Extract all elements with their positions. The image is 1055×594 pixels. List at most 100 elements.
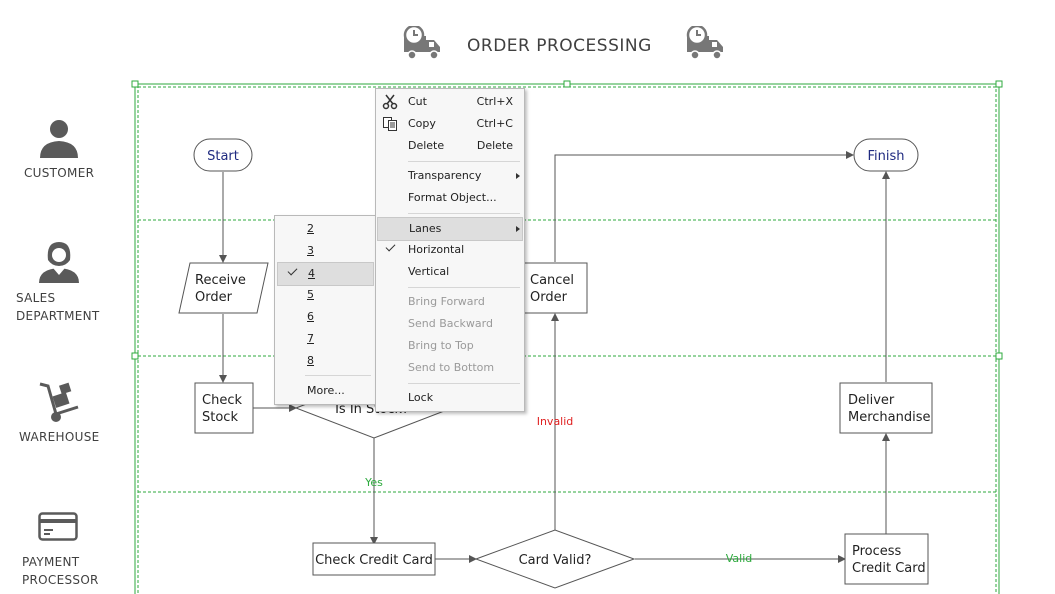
connector bbox=[554, 151, 854, 262]
menu-item-label: Bring Forward bbox=[408, 295, 485, 308]
lane-label-line: SALES bbox=[16, 291, 56, 305]
hand-truck-icon bbox=[36, 382, 80, 428]
lane-label-line: DEPARTMENT bbox=[16, 309, 100, 323]
check-credit-card-label: Check Credit Card bbox=[315, 553, 433, 568]
menu-item-format-object[interactable]: Format Object... bbox=[376, 187, 524, 209]
menu-item-label: Transparency bbox=[408, 169, 482, 182]
deliver-merchandise-node[interactable] bbox=[839, 382, 933, 434]
lanes-option-5[interactable]: 5 bbox=[275, 284, 376, 306]
delivery-truck-clock-icon bbox=[685, 24, 727, 66]
cancel-order-label: Cancel bbox=[530, 273, 574, 288]
menu-item-label: Horizontal bbox=[408, 243, 465, 256]
credit-card-icon bbox=[38, 512, 80, 546]
finish-label: Finish bbox=[867, 149, 904, 164]
lanes-submenu: 2 3 4 5 6 7 8 More... bbox=[274, 215, 377, 405]
check-stock-node[interactable] bbox=[194, 382, 254, 434]
start-label: Start bbox=[207, 149, 239, 164]
lanes-option-4[interactable]: 4 bbox=[277, 262, 374, 286]
submenu-arrow-icon bbox=[516, 226, 520, 232]
scissors-icon bbox=[382, 94, 398, 110]
resize-handle[interactable] bbox=[131, 80, 139, 88]
menu-item-label: Vertical bbox=[408, 265, 450, 278]
lanes-option-6[interactable]: 6 bbox=[275, 306, 376, 328]
menu-item-label: 4 bbox=[308, 267, 315, 280]
menu-item-label: 7 bbox=[307, 332, 314, 345]
resize-handle[interactable] bbox=[995, 352, 1003, 360]
lanes-option-more[interactable]: More... bbox=[275, 380, 376, 402]
lanes-option-8[interactable]: 8 bbox=[275, 350, 376, 372]
menu-item-send-to-bottom[interactable]: Send to Bottom bbox=[376, 357, 524, 379]
agent-headset-icon bbox=[38, 240, 80, 288]
cancel-order-node[interactable] bbox=[522, 262, 588, 314]
check-stock-label: Stock bbox=[202, 410, 238, 425]
menu-item-cut[interactable]: Cut Ctrl+X bbox=[376, 91, 524, 113]
check-stock-label: Check bbox=[202, 393, 242, 408]
menu-item-label: Lock bbox=[408, 391, 434, 404]
menu-item-label: 3 bbox=[307, 244, 314, 257]
menu-item-send-backward[interactable]: Send Backward bbox=[376, 313, 524, 335]
deliver-label: Deliver bbox=[848, 393, 895, 408]
menu-item-label: 2 bbox=[307, 222, 314, 235]
menu-item-delete[interactable]: Delete Delete bbox=[376, 135, 524, 157]
menu-item-lock[interactable]: Lock bbox=[376, 387, 524, 409]
menu-item-lanes[interactable]: Lanes bbox=[377, 217, 523, 241]
menu-item-label: 5 bbox=[307, 288, 314, 301]
menu-item-label: Delete bbox=[408, 139, 445, 152]
resize-handle[interactable] bbox=[563, 80, 571, 88]
menu-separator bbox=[408, 213, 520, 214]
lane-label-customer: CUSTOMER bbox=[24, 166, 95, 180]
receive-order-label: Receive bbox=[195, 273, 246, 288]
receive-order-label: Order bbox=[195, 290, 233, 305]
start-node[interactable] bbox=[193, 138, 253, 172]
menu-item-label: 8 bbox=[307, 354, 314, 367]
menu-item-label: Send to Bottom bbox=[408, 361, 495, 374]
lane-label-line: PROCESSOR bbox=[22, 573, 99, 587]
lanes-option-3[interactable]: 3 bbox=[275, 240, 376, 262]
receive-order-node[interactable] bbox=[178, 262, 269, 314]
process-credit-card-node[interactable] bbox=[844, 533, 929, 585]
menu-separator bbox=[408, 287, 520, 288]
menu-item-label: More... bbox=[307, 384, 345, 397]
resize-handle[interactable] bbox=[131, 352, 139, 360]
lane-label-payment: PAYMENT PROCESSOR bbox=[22, 553, 99, 589]
menu-item-bring-to-top[interactable]: Bring to Top bbox=[376, 335, 524, 357]
menu-item-label: Cut bbox=[408, 95, 427, 108]
card-valid-label: Card Valid? bbox=[519, 553, 592, 568]
menu-item-label: Lanes bbox=[409, 222, 442, 235]
menu-item-label: Send Backward bbox=[408, 317, 493, 330]
menu-item-vertical[interactable]: Vertical bbox=[376, 261, 524, 283]
menu-item-label: Bring to Top bbox=[408, 339, 474, 352]
copy-icon bbox=[382, 116, 398, 132]
person-icon bbox=[38, 117, 80, 163]
resize-handle[interactable] bbox=[995, 80, 1003, 88]
checkmark-icon bbox=[287, 265, 298, 276]
menu-item-shortcut: Delete bbox=[476, 139, 513, 152]
deliver-label: Merchandise bbox=[848, 410, 931, 425]
lanes-option-2[interactable]: 2 bbox=[275, 218, 376, 240]
finish-node[interactable] bbox=[853, 138, 919, 172]
menu-separator bbox=[408, 161, 520, 162]
pool-border bbox=[137, 86, 997, 594]
process-credit-card-label: Process bbox=[852, 544, 902, 559]
delivery-truck-clock-icon bbox=[402, 24, 444, 66]
checkmark-icon bbox=[385, 241, 396, 252]
menu-item-bring-forward[interactable]: Bring Forward bbox=[376, 291, 524, 313]
lane-label-line: PAYMENT bbox=[22, 555, 80, 569]
submenu-arrow-icon bbox=[516, 173, 520, 179]
menu-item-shortcut: Ctrl+X bbox=[476, 95, 513, 108]
menu-item-label: Format Object... bbox=[408, 191, 497, 204]
lane-label-warehouse: WAREHOUSE bbox=[19, 430, 100, 444]
menu-item-horizontal[interactable]: Horizontal bbox=[376, 239, 524, 261]
lanes-option-7[interactable]: 7 bbox=[275, 328, 376, 350]
menu-separator bbox=[408, 383, 520, 384]
menu-item-transparency[interactable]: Transparency bbox=[376, 165, 524, 187]
process-credit-card-label: Credit Card bbox=[852, 561, 926, 576]
menu-item-label: 6 bbox=[307, 310, 314, 323]
menu-item-copy[interactable]: Copy Ctrl+C bbox=[376, 113, 524, 135]
context-menu: Cut Ctrl+X Copy Ctrl+C Delete Delete Tra… bbox=[375, 88, 525, 412]
page-title: ORDER PROCESSING bbox=[467, 36, 652, 56]
menu-item-shortcut: Ctrl+C bbox=[476, 117, 513, 130]
card-valid-decision[interactable] bbox=[474, 529, 636, 589]
check-credit-card-node[interactable] bbox=[312, 542, 436, 576]
